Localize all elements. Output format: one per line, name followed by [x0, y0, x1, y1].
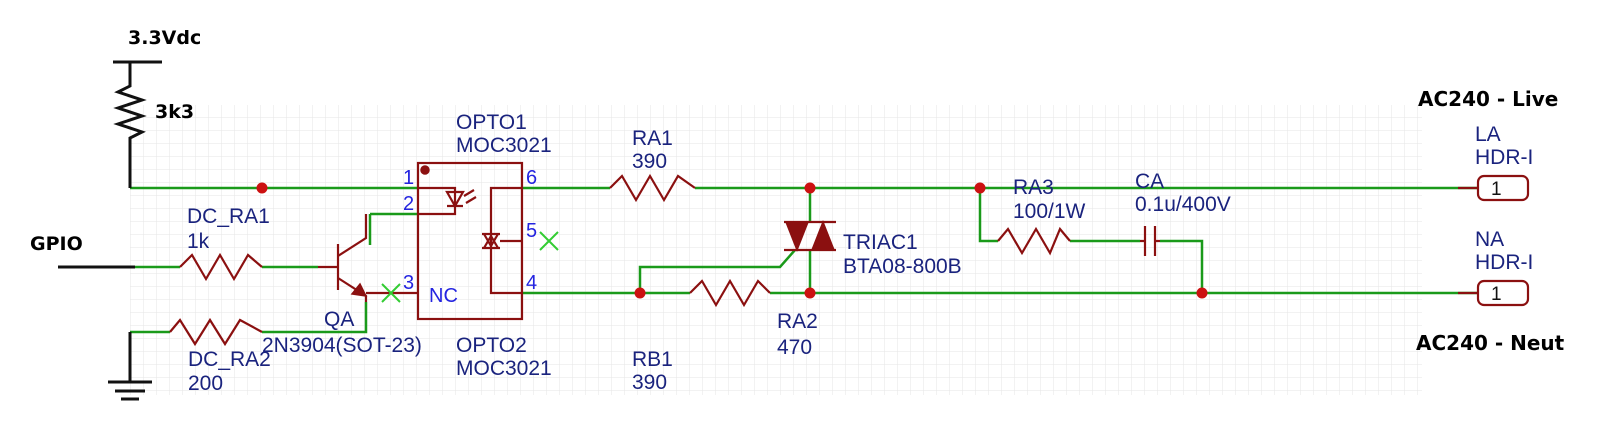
wire-ra3-branch: [978, 188, 998, 243]
opto-light-arrows: [463, 189, 477, 204]
opto-output-leads: [489, 186, 522, 295]
opto-pin-5: 5: [526, 220, 537, 242]
opto-pin-2: 2: [403, 193, 414, 215]
net-supply-label: 3.3Vdc: [128, 27, 201, 49]
opto1-value: MOC3021: [456, 134, 552, 157]
qa-value: 2N3904(SOT-23): [262, 334, 422, 357]
wire-opto-pin2: [368, 212, 418, 245]
capacitor-ca-plates: [1140, 226, 1160, 256]
net-neutral-label: AC240 - Neut: [1416, 331, 1565, 355]
junction-live-triac: [804, 182, 816, 194]
pullup-value-label: 3k3: [155, 101, 194, 123]
no-connect-pin5: [539, 231, 559, 251]
ra2-value: 470: [777, 336, 812, 359]
resistor-ra3: [997, 226, 1071, 256]
junction-neutral-ca: [1196, 287, 1208, 299]
connector-na-pin: 1: [1491, 284, 1502, 305]
opto-pin-1: 1: [403, 167, 414, 189]
ca-value: 0.1u/400V: [1135, 193, 1231, 216]
dc-ra1-value: 1k: [187, 230, 210, 253]
opto2-ref: OPTO2: [456, 334, 527, 357]
resistor-dc-ra2: [169, 317, 263, 347]
opto1-ref: OPTO1: [456, 111, 527, 134]
junction-gate: [634, 287, 646, 299]
opto-pin-6: 6: [526, 167, 537, 189]
ra3-ref: RA3: [1013, 176, 1054, 199]
opto-led-leads: [418, 186, 457, 216]
ra3-value: 100/1W: [1013, 200, 1086, 223]
wire-ca-to-neutral: [1160, 239, 1204, 293]
resistor-dc-ra1: [179, 252, 263, 282]
ra1-value: 390: [632, 150, 667, 173]
junction-live-ra3: [974, 182, 986, 194]
triac-arrow-down: [784, 221, 810, 253]
dc-ra1-ref: DC_RA1: [187, 205, 270, 228]
supply-branch: [58, 60, 162, 401]
net-gpio-label: GPIO: [30, 233, 83, 255]
parts: [169, 161, 1160, 347]
ca-ref: CA: [1135, 170, 1164, 193]
opto2-value: MOC3021: [456, 357, 552, 380]
no-connect-pin3: [381, 283, 401, 303]
resistor-rb1: [689, 278, 771, 308]
dc-ra2-ref: DC_RA2: [188, 348, 271, 371]
qa-ref: QA: [324, 308, 354, 331]
transistor-emitter-arrowhead: [350, 282, 368, 297]
rb1-ref: RB1: [632, 348, 673, 371]
dc-ra2-value: 200: [188, 372, 223, 395]
net-live-label: AC240 - Live: [1418, 87, 1558, 111]
resistor-ra1: [609, 173, 696, 203]
opto-diac-symbol: [482, 232, 500, 250]
junctions: [256, 182, 1208, 299]
opto-led-symbol: [445, 190, 465, 209]
no-connects: [381, 231, 559, 303]
triac-arrow-up: [810, 219, 836, 251]
wires: [130, 186, 1478, 334]
rb1-value: 390: [632, 371, 667, 394]
opto-pin-3: 3: [403, 272, 414, 294]
opto-pin-4: 4: [526, 272, 537, 294]
transistor-qa-collector: [337, 214, 368, 257]
junction-supply: [256, 182, 268, 194]
connector-na-body: [1476, 279, 1530, 307]
connector-la-pin: 1: [1491, 179, 1502, 200]
ra1-ref: RA1: [632, 127, 673, 150]
na-value: HDR-I: [1475, 251, 1533, 274]
na-ref: NA: [1475, 228, 1504, 251]
la-ref: LA: [1475, 123, 1501, 146]
la-value: HDR-I: [1475, 146, 1533, 169]
connectors: [1458, 174, 1530, 307]
triac-filled: [350, 165, 836, 297]
ra2-ref: RA2: [777, 310, 818, 333]
pullup-resistor-zigzag: [113, 62, 147, 188]
wire-gate: [638, 249, 796, 293]
wire-emitter-bottom: [262, 302, 368, 334]
junction-neutral-triac: [804, 287, 816, 299]
opto-nc-label: NC: [429, 285, 458, 307]
connector-la-body: [1476, 174, 1530, 202]
triac-value: BTA08-800B: [843, 255, 962, 278]
ground-bars: [108, 380, 152, 401]
triac-ref: TRIAC1: [843, 231, 918, 254]
opto-pin1-dot: [420, 165, 430, 175]
